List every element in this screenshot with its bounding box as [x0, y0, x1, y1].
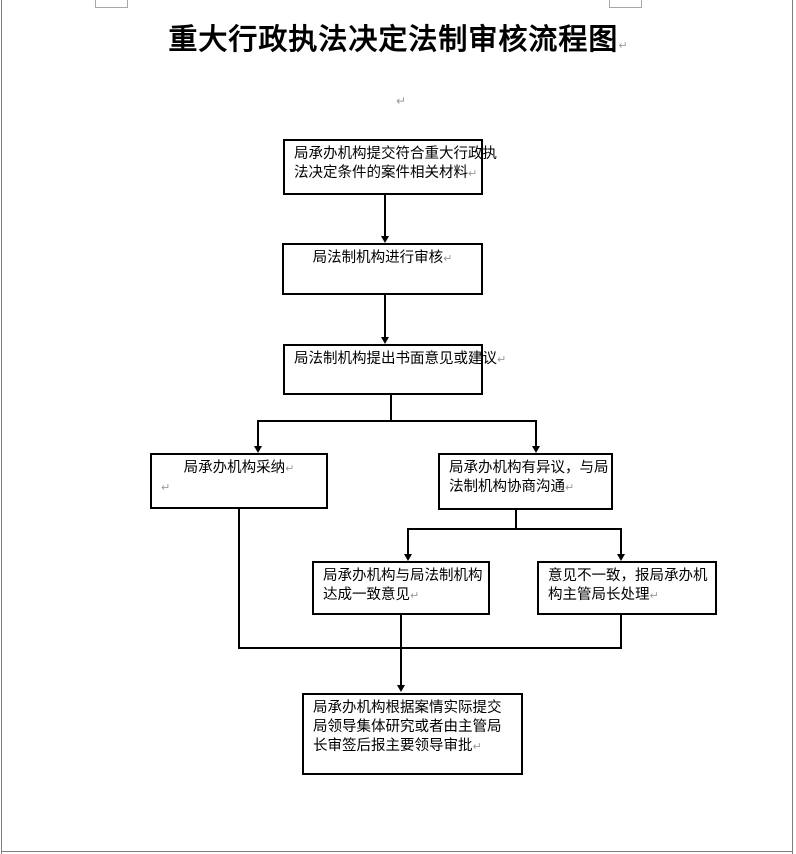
margin-crop-mark-left — [95, 0, 128, 8]
pilcrow-mark: ↵ — [285, 462, 295, 475]
connector-fork2-to-disagreement — [620, 528, 622, 555]
flow-node-legal-review[interactable]: 局法制机构进行审核↵ — [282, 243, 483, 295]
node-text-line: 法决定条件的案件相关材料↵ — [294, 165, 478, 181]
connector-fork2-to-agreement — [407, 528, 409, 555]
flow-node-disagreement[interactable]: 意见不一致，报局承办机 构主管局长处理↵ — [537, 561, 717, 615]
node-text-line: 局法制机构提出书面意见或建议↵ — [294, 351, 507, 367]
node-text-line: 局法制机构进行审核↵ — [312, 250, 453, 266]
connector-opinion-stub — [390, 395, 392, 421]
page-edge-left — [1, 0, 2, 854]
pilcrow-mark: ↵ — [472, 740, 482, 753]
node-text-line: 局领导集体研究或者由主管局 — [313, 719, 502, 735]
connector-disagreement-to-merge — [620, 615, 622, 648]
arrowhead-down-icon — [397, 685, 405, 692]
flow-node-agreement[interactable]: 局承办机构与局法制机构 达成一致意见↵ — [312, 561, 490, 615]
node-text-line: 局承办机构有异议，与局 — [449, 460, 609, 476]
connector-fork1-to-adopt — [257, 420, 259, 447]
connector-merge-to-final — [400, 615, 402, 686]
page-title-text: 重大行政执法决定法制审核流程图 — [168, 24, 619, 56]
arrowhead-down-icon — [404, 554, 412, 561]
connector-review-to-opinion — [384, 295, 386, 337]
arrowhead-down-icon — [617, 554, 625, 561]
node-text-line: 法制机构协商沟通↵ — [449, 479, 575, 495]
pilcrow-mark: ↵ — [649, 589, 659, 602]
arrowhead-down-icon — [254, 446, 262, 453]
pilcrow-mark: ↵ — [443, 252, 453, 265]
connector-fork2-horizontal — [407, 528, 621, 530]
connector-merge-horizontal — [238, 647, 622, 649]
pilcrow-mark: ↵ — [468, 167, 478, 180]
node-text-line: ↵ — [152, 478, 326, 497]
node-text-line: 意见不一致，报局承办机 — [548, 568, 708, 584]
pilcrow-mark: ↵ — [410, 589, 420, 602]
pilcrow-mark: ↵ — [497, 353, 507, 366]
connector-objection-stub — [515, 510, 517, 529]
pilcrow-mark: ↵ — [161, 481, 171, 494]
margin-crop-mark-right — [609, 0, 642, 8]
connector-fork1-horizontal — [257, 420, 537, 422]
flow-node-written-opinion[interactable]: 局法制机构提出书面意见或建议↵ — [283, 344, 507, 395]
arrowhead-down-icon — [532, 446, 540, 453]
node-text-line: 局承办机构采纳↵ — [183, 460, 295, 476]
page-edge-right — [792, 0, 793, 854]
flow-node-submit-materials[interactable]: 局承办机构提交符合重大行政执 法决定条件的案件相关材料↵ — [283, 139, 497, 195]
pilcrow-mark: ↵ — [565, 481, 575, 494]
node-text-line: 局承办机构提交符合重大行政执 — [294, 146, 497, 162]
flow-node-adopt[interactable]: 局承办机构采纳↵ ↵ — [150, 453, 328, 509]
node-text-line: 局承办机构与局法制机构 — [323, 568, 483, 584]
flow-node-objection[interactable]: 局承办机构有异议，与局 法制机构协商沟通↵ — [438, 453, 613, 510]
node-text-line: 构主管局长处理↵ — [548, 587, 659, 603]
node-text-line: 局承办机构根据案情实际提交 — [313, 700, 502, 716]
node-text-line: 长审签后报主要领导审批↵ — [313, 738, 482, 754]
pilcrow-mark: ↵ — [618, 39, 628, 52]
arrowhead-down-icon — [381, 337, 389, 344]
page-edge-bottom — [1, 851, 793, 852]
connector-fork1-to-objection — [535, 420, 537, 447]
connector-adopt-to-merge — [238, 509, 240, 648]
page-title: 重大行政执法决定法制审核流程图↵ — [0, 16, 796, 58]
flow-node-final-approval[interactable]: 局承办机构根据案情实际提交 局领导集体研究或者由主管局 长审签后报主要领导审批↵ — [302, 693, 523, 775]
arrowhead-down-icon — [381, 236, 389, 243]
connector-submit-to-review — [384, 195, 386, 237]
pilcrow-mark: ↵ — [396, 94, 407, 108]
node-text-line: 达成一致意见↵ — [323, 587, 420, 603]
